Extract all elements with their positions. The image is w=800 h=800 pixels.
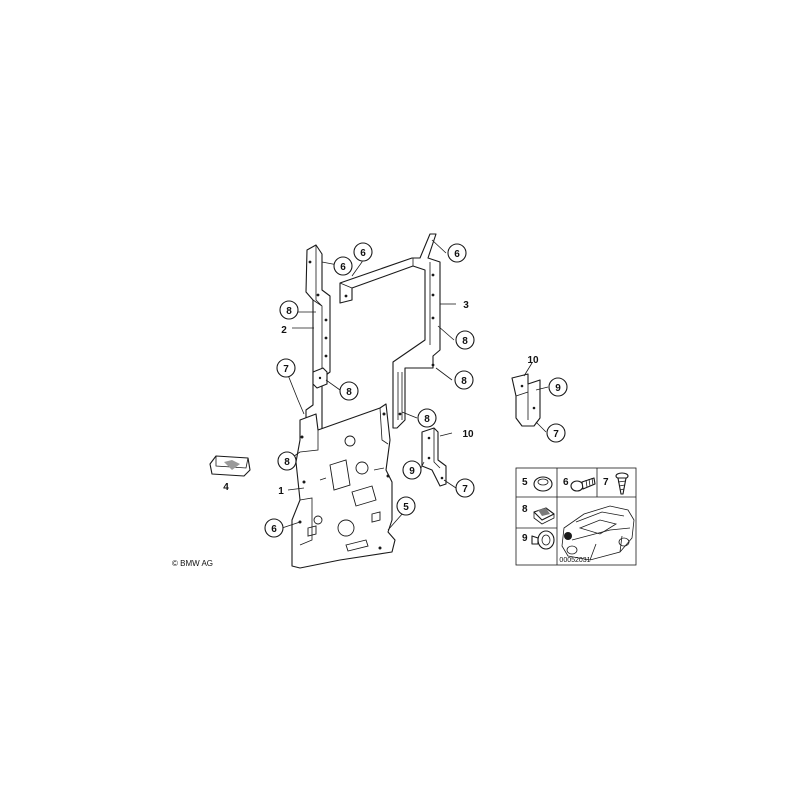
svg-text:6: 6 <box>340 262 346 273</box>
callout-6-top-left: 6 <box>333 256 353 276</box>
label-10-middle: 10 <box>462 429 474 440</box>
callout-5: 5 <box>396 496 416 516</box>
callout-9-right: 9 <box>548 377 568 397</box>
label-2: 2 <box>281 325 287 336</box>
svg-text:6: 6 <box>271 524 277 535</box>
callout-8-right-strut-lower: 8 <box>454 370 474 390</box>
grommet-icon <box>533 476 553 492</box>
svg-text:6: 6 <box>454 249 460 260</box>
rivet-icon <box>531 530 555 550</box>
leader-lines <box>281 239 549 531</box>
legend-label-8: 8 <box>522 504 528 515</box>
callout-7-middle: 7 <box>455 478 475 498</box>
svg-text:8: 8 <box>462 336 468 347</box>
svg-text:6: 6 <box>360 248 366 259</box>
label-4: 4 <box>223 482 229 493</box>
fastener-legend: 5 6 7 8 9 <box>515 467 637 566</box>
callout-8-left-clip: 8 <box>339 381 359 401</box>
svg-text:7: 7 <box>553 429 559 440</box>
label-1: 1 <box>278 486 284 497</box>
screw-icon <box>615 472 629 495</box>
document-number: 00052031 <box>559 557 590 564</box>
callout-7-right: 7 <box>546 423 566 443</box>
svg-text:8: 8 <box>286 306 292 317</box>
svg-text:8: 8 <box>461 376 467 387</box>
svg-text:9: 9 <box>555 383 561 394</box>
part-1-base-plate <box>291 403 396 569</box>
svg-text:8: 8 <box>284 457 290 468</box>
legend-label-5: 5 <box>522 477 528 488</box>
callout-6-base-plate: 6 <box>264 518 284 538</box>
label-3: 3 <box>463 300 469 311</box>
callout-7-left: 7 <box>276 358 296 378</box>
svg-text:8: 8 <box>346 387 352 398</box>
vehicle-location-icon <box>561 505 635 561</box>
part-10-bracket-middle <box>421 427 447 487</box>
callout-6-top-right: 6 <box>447 243 467 263</box>
legend-label-9: 9 <box>522 533 528 544</box>
legend-label-6: 6 <box>563 477 569 488</box>
callout-8-base-plate: 8 <box>277 451 297 471</box>
copyright-notice: © BMW AG <box>172 559 213 568</box>
svg-text:7: 7 <box>283 364 289 375</box>
part-3-upper-frame <box>339 233 441 429</box>
callout-8-center: 8 <box>417 408 437 428</box>
svg-text:7: 7 <box>462 484 468 495</box>
svg-text:5: 5 <box>403 502 409 513</box>
svg-text:8: 8 <box>424 414 430 425</box>
callout-8-right-strut-upper: 8 <box>455 330 475 350</box>
clip-nut-icon <box>533 507 555 525</box>
bolt-icon <box>570 477 596 492</box>
legend-label-7: 7 <box>603 477 609 488</box>
label-10-right: 10 <box>527 355 539 366</box>
svg-text:9: 9 <box>409 466 415 477</box>
callout-6-top-middle: 6 <box>353 242 373 262</box>
part-4-clip <box>209 455 251 477</box>
callout-9-middle: 9 <box>402 460 422 480</box>
part-10-bracket-right <box>511 373 541 427</box>
part-8-clip-left-strut <box>312 367 328 389</box>
part-2-left-bracket <box>305 244 331 431</box>
callout-8-left-strut-upper: 8 <box>279 300 299 320</box>
